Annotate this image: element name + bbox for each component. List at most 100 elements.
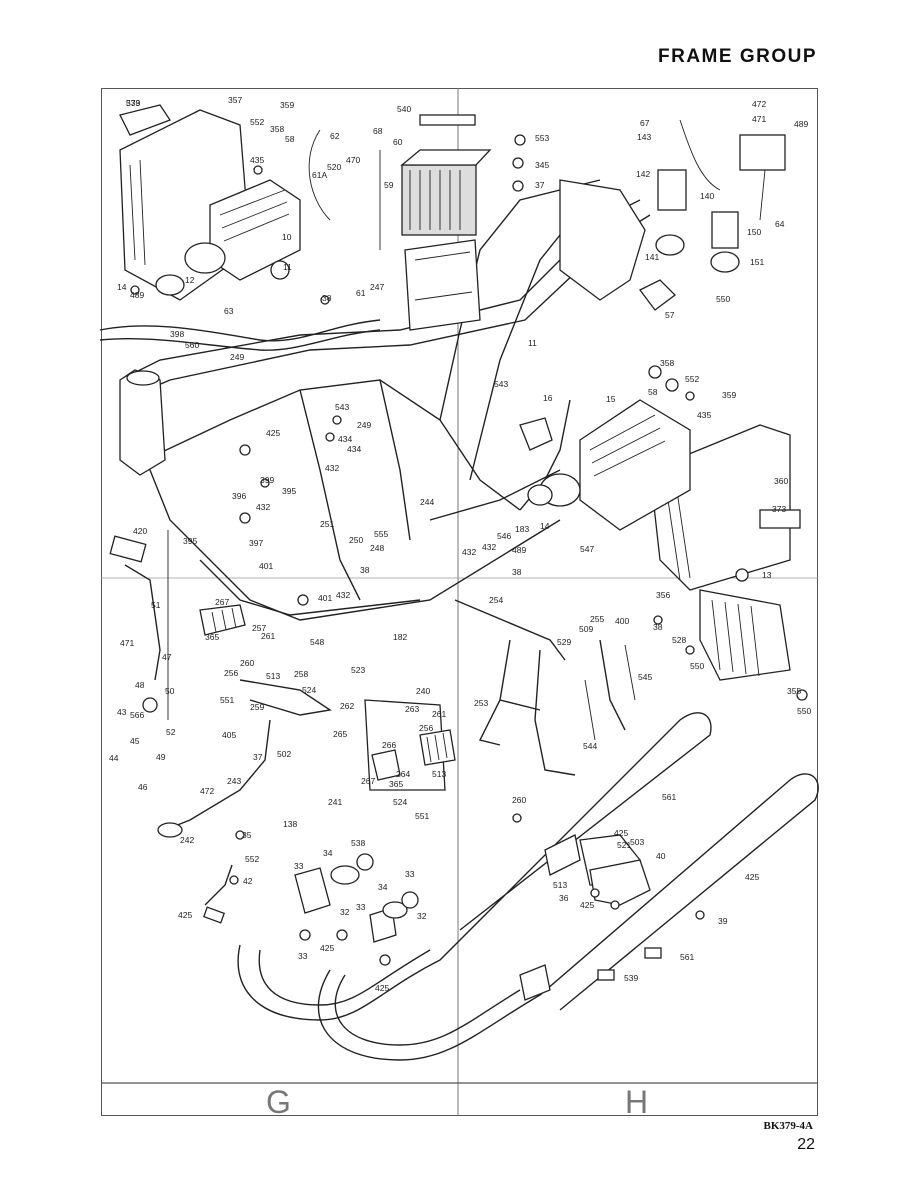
callout-432: 432: [336, 590, 350, 600]
callout-68: 68: [373, 126, 383, 136]
callout-259: 259: [250, 702, 264, 712]
callout-43: 43: [117, 707, 127, 717]
callout-432: 432: [482, 542, 496, 552]
callout-489: 489: [794, 119, 808, 129]
callout-524: 524: [393, 797, 407, 807]
callout-33: 33: [405, 869, 415, 879]
callout-551: 551: [415, 811, 429, 821]
callout-57: 57: [665, 310, 675, 320]
callout-241: 241: [328, 797, 342, 807]
callout-538: 538: [351, 838, 365, 848]
callout-50: 50: [165, 686, 175, 696]
callout-544: 544: [583, 741, 597, 751]
callout-548: 548: [310, 637, 324, 647]
callout-244: 244: [420, 497, 434, 507]
callout-11: 11: [528, 338, 537, 348]
callout-425: 425: [266, 428, 280, 438]
callout-529: 529: [557, 637, 571, 647]
callout-543: 543: [335, 402, 349, 412]
wiring-harness: [99, 129, 381, 351]
battery: [400, 114, 492, 331]
callout-405: 405: [222, 730, 236, 740]
callout-550: 550: [690, 661, 704, 671]
callout-242: 242: [180, 835, 194, 845]
callout-553: 553: [535, 133, 549, 143]
exhaust-clamps: [202, 853, 419, 943]
callout-33: 33: [294, 861, 304, 871]
callout-435: 435: [697, 410, 711, 420]
drawing-code: BK379-4A: [763, 1120, 814, 1132]
callout-266: 266: [382, 740, 396, 750]
callout-358: 358: [270, 124, 284, 134]
callout-396: 396: [232, 491, 246, 501]
callout-32: 32: [417, 911, 427, 921]
callout-10: 10: [282, 232, 292, 242]
callout-46: 46: [138, 782, 148, 792]
callout-38: 38: [653, 622, 663, 632]
callout-254: 254: [489, 595, 503, 605]
callout-49: 49: [156, 752, 166, 762]
callout-546: 546: [497, 531, 511, 541]
callout-37: 37: [253, 752, 263, 762]
callout-425: 425: [580, 900, 594, 910]
callout-489: 489: [512, 545, 526, 555]
callout-425: 425: [375, 983, 389, 993]
callout-58: 58: [285, 134, 295, 144]
callout-471: 471: [120, 638, 134, 648]
callout-471: 471: [752, 114, 766, 124]
callout-33: 33: [356, 902, 366, 912]
diagram-frame: [101, 88, 818, 1116]
callout-61A: 61A: [312, 170, 327, 180]
electrical-components: [639, 119, 786, 311]
callout-267: 267: [215, 597, 229, 607]
zone-label-h: H: [625, 1084, 649, 1120]
callout-40: 40: [656, 851, 666, 861]
callout-356: 356: [656, 590, 670, 600]
callout-34: 34: [323, 848, 333, 858]
callout-265: 265: [333, 729, 347, 739]
callout-250: 250: [349, 535, 363, 545]
callout-425: 425: [614, 828, 628, 838]
callout-44: 44: [109, 753, 119, 763]
callout-11: 11: [283, 262, 292, 272]
callout-143: 143: [637, 132, 651, 142]
callout-257: 257: [252, 623, 266, 633]
callout-513: 513: [266, 671, 280, 681]
callout-502: 502: [277, 749, 291, 759]
center-stand: [454, 599, 636, 776]
callout-401: 401: [318, 593, 332, 603]
callout-63: 63: [224, 306, 234, 316]
callout-552: 552: [685, 374, 699, 384]
callout-345: 345: [535, 160, 549, 170]
callout-243: 243: [227, 776, 241, 786]
callout-401: 401: [259, 561, 273, 571]
callout-67: 67: [640, 118, 650, 128]
callout-45: 45: [130, 736, 140, 746]
callout-267: 267: [361, 776, 375, 786]
callout-60: 60: [393, 137, 403, 147]
callout-58: 58: [648, 387, 658, 397]
callout-37: 37: [535, 180, 545, 190]
callout-142: 142: [636, 169, 650, 179]
callout-470: 470: [346, 155, 360, 165]
callout-256: 256: [224, 668, 238, 678]
callout-140: 140: [700, 191, 714, 201]
callout-15: 15: [606, 394, 616, 404]
callout-64: 64: [775, 219, 785, 229]
callout-357: 357: [228, 95, 242, 105]
callout-360: 360: [774, 476, 788, 486]
callout-35: 35: [242, 830, 252, 840]
callout-138: 138: [283, 819, 297, 829]
callout-355: 355: [787, 686, 801, 696]
callout-400: 400: [615, 616, 629, 626]
right-air-cleaner: [519, 399, 691, 531]
callout-141: 141: [645, 252, 659, 262]
brake-pedal-assembly: [109, 530, 332, 838]
callout-560: 560: [185, 340, 199, 350]
callout-359: 359: [280, 100, 294, 110]
callout-398: 398: [170, 329, 184, 339]
zone-label-g: G: [266, 1084, 291, 1120]
callout-395: 395: [282, 486, 296, 496]
callout-240: 240: [416, 686, 430, 696]
